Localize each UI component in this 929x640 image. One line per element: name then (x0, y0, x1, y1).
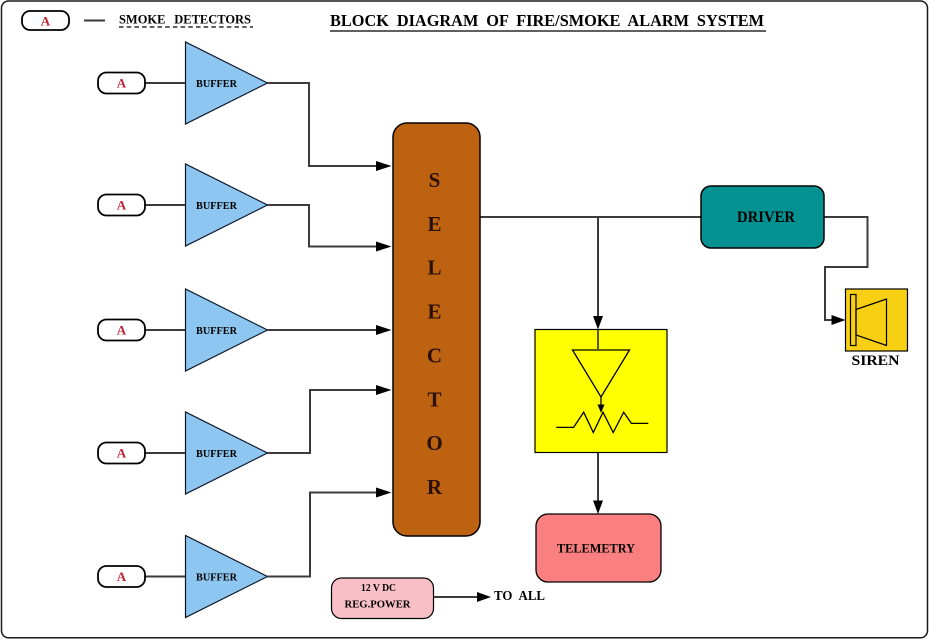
svg-text:TO ALL: TO ALL (494, 589, 545, 604)
svg-text:REG.POWER: REG.POWER (345, 599, 412, 611)
svg-text:A: A (117, 198, 127, 213)
svg-text:BLOCK DIAGRAM OF FIRE/SMOKE AL: BLOCK DIAGRAM OF FIRE/SMOKE ALARM SYSTEM (330, 11, 764, 30)
svg-text:A: A (117, 76, 127, 91)
svg-text:BUFFER: BUFFER (196, 200, 238, 212)
svg-text:O: O (426, 431, 442, 455)
svg-text:A: A (41, 14, 51, 29)
svg-text:SMOKE DETECTORS: SMOKE DETECTORS (119, 12, 251, 27)
svg-text:BUFFER: BUFFER (196, 572, 238, 584)
svg-text:C: C (427, 343, 442, 367)
svg-text:12 V DC: 12 V DC (361, 582, 396, 594)
svg-text:T: T (427, 387, 441, 411)
svg-text:A: A (117, 569, 127, 584)
svg-text:R: R (427, 475, 443, 499)
svg-text:A: A (117, 323, 127, 338)
svg-text:BUFFER: BUFFER (196, 78, 238, 90)
svg-text:BUFFER: BUFFER (196, 448, 238, 460)
svg-text:S: S (429, 168, 441, 192)
svg-text:DRIVER: DRIVER (737, 209, 796, 226)
svg-text:SIREN: SIREN (852, 353, 900, 369)
svg-text:E: E (427, 212, 441, 236)
svg-text:BUFFER: BUFFER (196, 325, 238, 337)
svg-text:E: E (427, 300, 441, 324)
svg-text:TELEMETRY: TELEMETRY (557, 541, 636, 556)
svg-text:L: L (427, 256, 441, 280)
svg-text:A: A (117, 446, 127, 461)
